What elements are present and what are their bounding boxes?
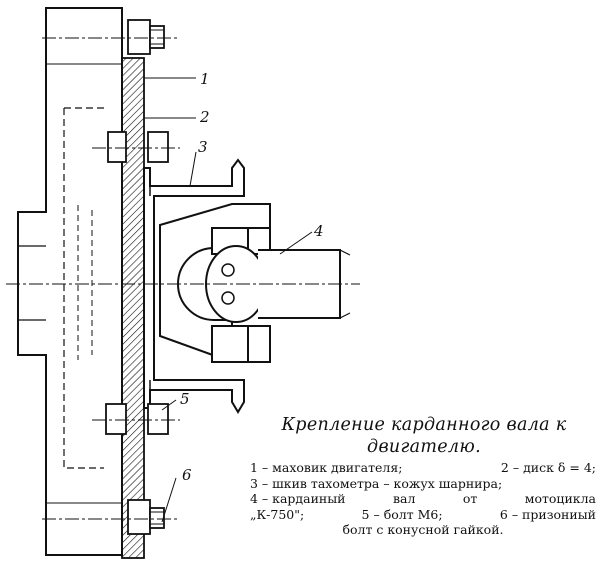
caption-title-line1: Крепление карданного вала к: [281, 415, 567, 435]
callout-2: 2: [199, 108, 210, 126]
legend-item-2: 2 – диск δ = 4;: [500, 460, 596, 475]
callout-6: 6: [182, 466, 192, 484]
legend-item-6: 6 – призониый: [499, 506, 596, 522]
callout-5: 5: [180, 390, 190, 408]
center-lines: [6, 37, 360, 520]
legend-item-1: 1 – маховик двигателя;: [250, 460, 403, 475]
legend-item-6b: болт с конусной гайкой.: [342, 522, 504, 537]
tachometer-pulley-housing: [143, 158, 245, 414]
legend-item-4e: „К-750";: [250, 506, 305, 522]
legend-line-2: 3 – шкив тахометра – кожух шарнира;: [250, 476, 596, 492]
leader-lines: [144, 77, 313, 523]
legend-line-1: 1 – маховик двигателя; 2 – диск δ = 4;: [250, 460, 596, 476]
legend-item-5: 5 – болт М6;: [361, 506, 443, 522]
callout-4: 4: [313, 222, 324, 240]
flywheel: [17, 7, 123, 556]
legend-line-5: болт с конусной гайкой.: [250, 522, 596, 538]
bolts: [105, 19, 169, 535]
callout-1: 1: [200, 70, 210, 88]
callout-3: 3: [198, 138, 208, 156]
legend-item-4a: 4 – кардаиный: [250, 491, 346, 506]
legend-item-4c: от: [462, 491, 478, 506]
legend: 1 – маховик двигателя; 2 – диск δ = 4; 3…: [250, 460, 596, 538]
caption-title: Крепление карданного вала к двигателю.: [252, 414, 596, 458]
legend-line-4: „К-750"; 5 – болт М6; 6 – призониый: [250, 507, 596, 523]
legend-item-4b: вал: [392, 491, 416, 506]
legend-item-3: 3 – шкив тахометра – кожух шарнира;: [250, 475, 503, 491]
legend-item-4d: мотоцикла: [524, 491, 596, 506]
caption-title-line2: двигателю.: [367, 437, 481, 457]
legend-line-3: 4 – кардаиный вал от мотоцикла: [250, 491, 596, 507]
